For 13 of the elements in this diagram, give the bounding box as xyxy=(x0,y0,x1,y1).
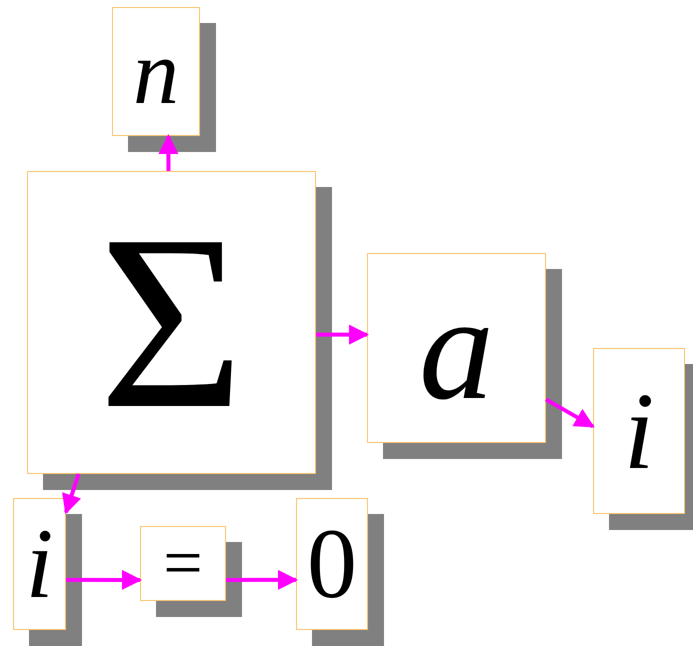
math-symbol: i xyxy=(26,514,54,614)
math-symbol: i xyxy=(624,376,654,486)
arrow xyxy=(545,398,595,428)
arrow xyxy=(62,473,82,514)
math-symbol: Σ xyxy=(98,198,244,448)
arrow xyxy=(226,570,298,590)
arrow xyxy=(158,134,178,171)
arrow xyxy=(316,324,369,345)
math-symbol: = xyxy=(163,528,203,598)
math-symbol: 0 xyxy=(307,514,357,614)
arrow xyxy=(66,570,142,590)
math-symbol: a xyxy=(419,273,494,423)
math-symbol: n xyxy=(133,26,179,118)
